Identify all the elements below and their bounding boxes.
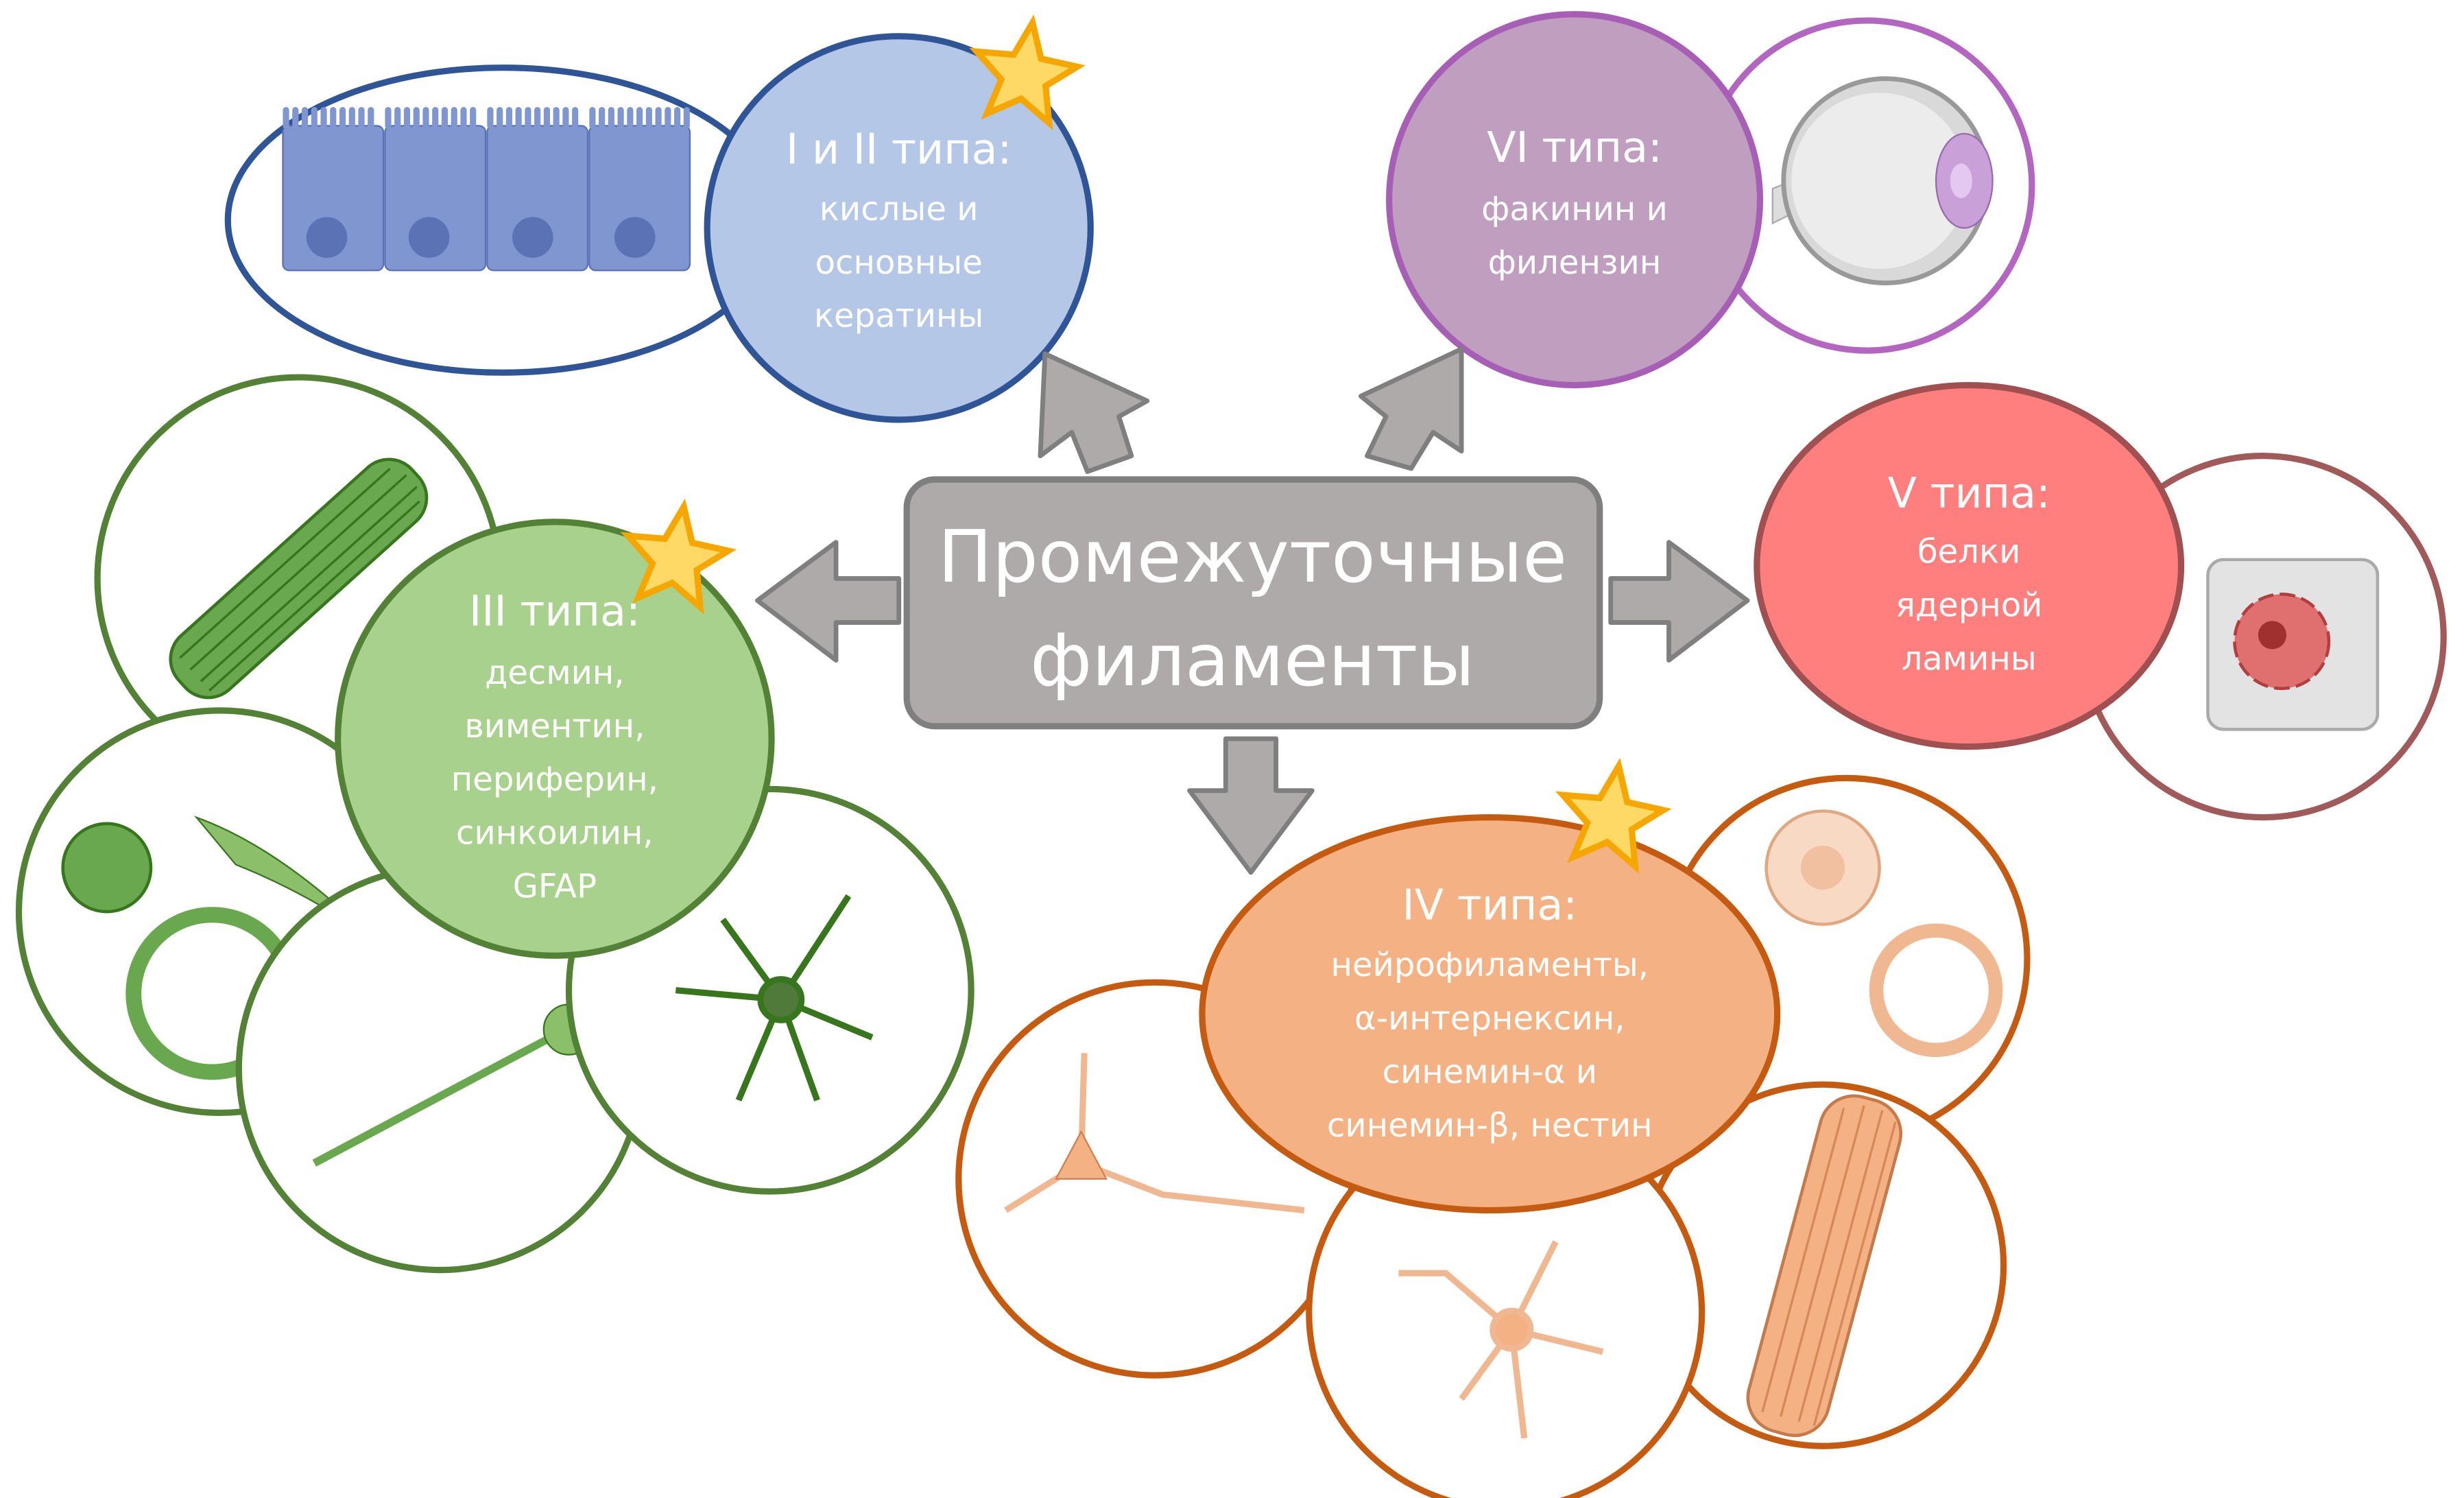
muscle-fiber-illustration xyxy=(1746,1094,1903,1438)
type-4-title: IV типа: xyxy=(1402,881,1577,930)
star-icon xyxy=(620,498,737,615)
type-4-line: синемин-α и xyxy=(1383,1053,1597,1091)
type-4-line: синемин-β, нестин xyxy=(1327,1106,1653,1145)
type-5-line: белки xyxy=(1917,532,2020,571)
type-4-circle xyxy=(1199,814,1781,1214)
vessel-illustration xyxy=(1869,923,2003,1058)
type-6-line: факинин и xyxy=(1481,190,1668,228)
center-title-line: Промежуточные xyxy=(938,514,1567,599)
type-6-title: VI типа: xyxy=(1487,123,1662,172)
type-5-group: V типа: белки ядерной ламины xyxy=(1754,381,2447,821)
star-icon xyxy=(969,14,1086,131)
eye-illustration xyxy=(1771,76,1994,286)
type-5-title: V типа: xyxy=(1887,468,2050,518)
type-1-2-line: кислые и xyxy=(820,190,979,228)
type-3-title: III типа: xyxy=(469,586,641,636)
type-6-circle xyxy=(1386,11,1764,389)
type-3-line: периферин, xyxy=(451,761,658,799)
arrow-down-icon xyxy=(1187,736,1315,875)
type-3-line: виментин, xyxy=(464,707,645,746)
type-4-line: α-интернексин, xyxy=(1354,999,1625,1038)
epithelial-cells-illustration xyxy=(282,106,691,272)
type-5-line: ядерной xyxy=(1895,586,2043,624)
type-1-2-title: I и II типа: xyxy=(786,124,1012,174)
type-3-group: III типа: десмин, виментин, периферин, с… xyxy=(15,374,974,1274)
type-1-2-circle xyxy=(704,33,1094,423)
type-3-line: десмин, xyxy=(485,654,625,692)
cell-illustration xyxy=(61,822,153,914)
astrocyte-illustration xyxy=(1398,1240,1604,1439)
star-icon xyxy=(1555,757,1672,875)
type-4-group: IV типа: нейрофиламенты, α-интернексин, … xyxy=(955,757,2031,1498)
type-1-2-line: кератины xyxy=(814,297,983,335)
type-3-line: GFAP xyxy=(513,868,597,906)
arrow-left-icon xyxy=(755,540,902,663)
type-1-2-group: I и II типа: кислые и основные кератины xyxy=(224,14,1094,423)
arrow-up-right-icon xyxy=(1358,346,1464,471)
astrocyte-illustration xyxy=(675,894,874,1102)
nucleus-cell-illustration xyxy=(2206,558,2380,731)
type-3-line: синкоилин, xyxy=(456,814,654,853)
type-5-line: ламины xyxy=(1902,639,2037,678)
center-box: Промежуточные филаменты xyxy=(903,476,1603,730)
arrow-right-icon xyxy=(1608,540,1750,663)
type-4-line: нейрофиламенты, xyxy=(1331,946,1649,984)
type-5-circle xyxy=(1754,381,2185,750)
muscle-fiber-illustration xyxy=(169,457,429,700)
center-title-line: филаменты xyxy=(1030,618,1474,702)
type-6-line: филензин xyxy=(1488,243,1662,282)
neuron-illustration xyxy=(312,1025,568,1167)
type-3-circle xyxy=(335,519,775,959)
arrow-up-left-icon xyxy=(1038,351,1150,474)
type-6-group: VI типа: факинин и филензин xyxy=(1386,11,2035,389)
type-1-2-line: основные xyxy=(815,243,983,282)
